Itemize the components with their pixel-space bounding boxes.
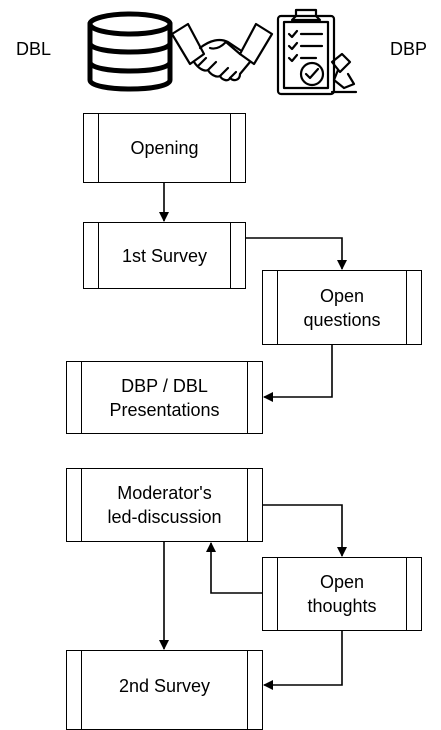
process-presentations: DBP / DBL Presentations [66, 361, 263, 434]
handshake-icon [170, 22, 274, 82]
process-1st-survey-label: 1st Survey [100, 223, 229, 288]
flow-connectors [159, 183, 347, 690]
clipboard-checklist-icon [276, 8, 358, 96]
process-opening-line-1: Opening [130, 138, 199, 158]
arrow-thoughts-to-moderator [206, 542, 262, 594]
process-moderator-discussion-label: Moderator's led-discussion [83, 469, 246, 541]
process-open-thoughts: Open thoughts [262, 557, 422, 631]
process-1st-survey-line-1: 1st Survey [121, 245, 208, 266]
process-open-questions-line-1: Open [319, 285, 365, 306]
process-presentations-line-2: Presentations [109, 399, 220, 420]
process-presentations-label: DBP / DBL Presentations [83, 362, 246, 433]
process-open-questions-line-2: questions [303, 309, 381, 330]
arrow-survey1-to-openq [246, 237, 347, 270]
arrow-thoughts-to-survey2 [263, 631, 343, 690]
dbl-label: DBL [16, 39, 52, 59]
process-2nd-survey: 2nd Survey [66, 650, 263, 730]
arrow-moderator-to-thoughts [263, 504, 347, 557]
process-moderator-discussion: Moderator's led-discussion [66, 468, 263, 542]
database-icon [87, 11, 173, 92]
process-opening-label: Opening [100, 114, 229, 182]
process-2nd-survey-label: 2nd Survey [83, 651, 246, 721]
process-moderator-discussion-line-2: led-discussion [107, 507, 222, 527]
process-open-questions-label: Open questions [279, 271, 405, 344]
process-1st-survey: 1st Survey [83, 222, 246, 289]
process-2nd-survey-line-1: 2nd Survey [118, 676, 211, 696]
process-open-thoughts-line-2: thoughts [307, 596, 377, 616]
process-opening: Opening [83, 113, 246, 183]
process-open-thoughts-label: Open thoughts [279, 558, 405, 630]
process-open-thoughts-line-1: Open [319, 572, 365, 592]
process-open-questions: Open questions [262, 270, 422, 345]
process-presentations-line-1: DBP / DBL [121, 375, 208, 396]
dbp-label: DBP [390, 39, 428, 59]
process-moderator-discussion-line-1: Moderator's [117, 483, 212, 503]
arrow-openq-to-presentations [263, 345, 333, 402]
